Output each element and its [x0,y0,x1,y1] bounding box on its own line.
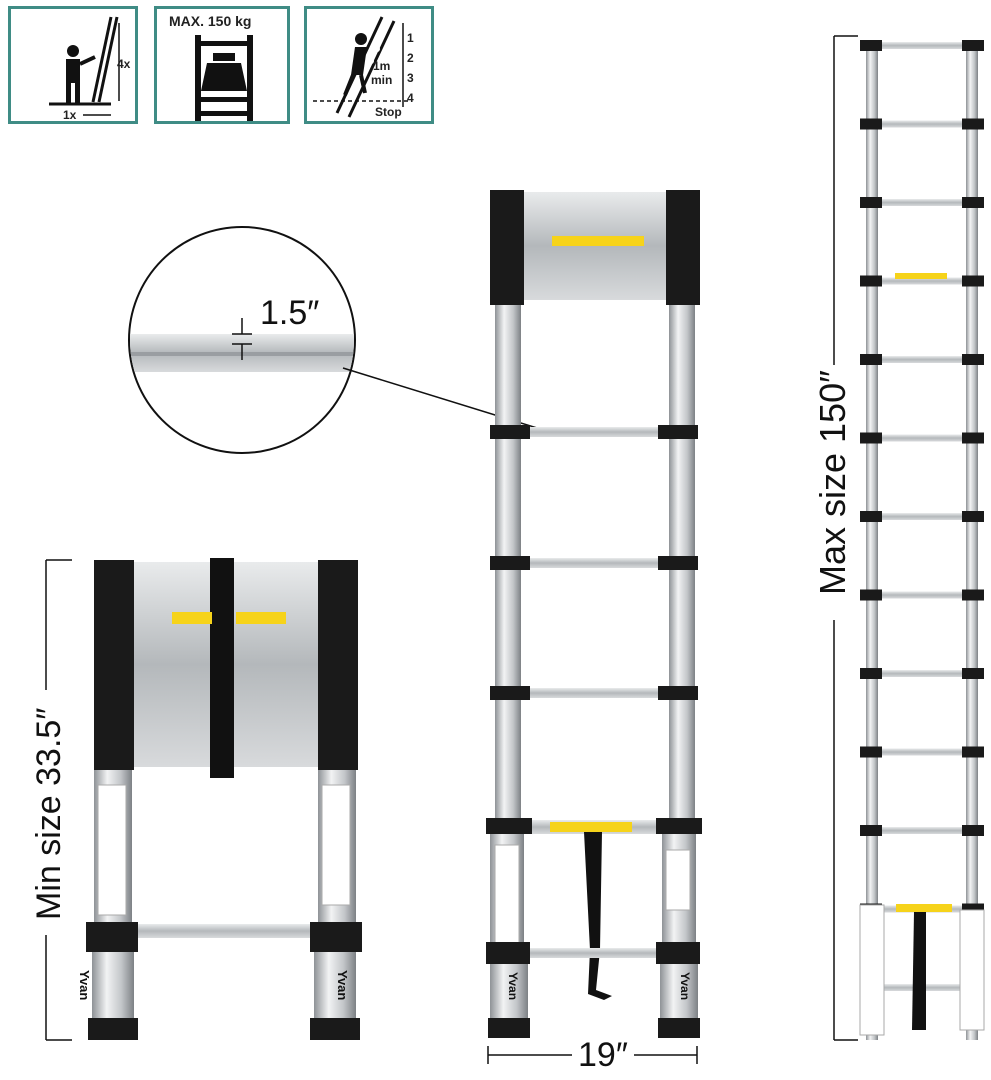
rung-end-cap [860,511,882,522]
height-ratio-badge: 4x 1x [8,6,138,124]
rung-end-cap [860,746,882,758]
ladder-rung [878,434,966,442]
ladder-rung [878,199,966,206]
brand-mark-mid-1: Yvan [506,972,520,1001]
ladder-rung [878,670,966,677]
rung-end-cap [860,275,882,287]
rung-end-cap [962,197,984,208]
climb-min-label: min [371,73,393,87]
rung-end-cap [962,118,984,130]
rung-end-cap [962,746,984,758]
climb-stop-label: Stop [375,105,402,119]
climb-step-3: 3 [407,71,414,85]
climber-icon [313,16,411,118]
rung-end-cap [962,589,984,601]
climb-step-2: 2 [407,51,414,65]
collapsed-ladder [45,558,362,1041]
rung-end-cap [962,903,984,915]
rung-end-cap [962,275,984,287]
fully-extended-ladder [833,35,985,1041]
climb-step-4: 4 [407,91,414,105]
brand-mark-left-1: Yvan [77,970,92,1001]
ladder-rung [878,356,966,363]
brand-mark-mid-2: Yvan [678,972,692,1001]
callout-thickness-label: 1.5″ [260,294,320,332]
rung-end-cap [860,432,882,444]
ladder-rung [878,120,966,128]
max-load-label: MAX. 150 kg [169,13,252,29]
ladder-rung [878,513,966,520]
max-load-badge: MAX. 150 kg [154,6,290,124]
rung-end-cap [860,197,882,208]
min-size-label: Min size 33.5″ [30,707,68,920]
ladder-rung [878,827,966,834]
rung-end-cap [860,40,882,51]
ladder-rung [878,42,966,49]
ladder-angle-icon [49,16,120,116]
climb-limit-badge: 1 2 3 4 1m min Stop [304,6,434,124]
weight-load-icon [195,35,253,121]
ratio-height-label: 4x [117,57,131,71]
max-size-label: Max size 150″ [812,370,853,595]
rung-end-cap [962,354,984,365]
rung-end-cap [962,668,984,679]
rung-end-cap [962,511,984,522]
rung-end-cap [962,825,984,836]
ladder-rung [878,591,966,599]
partially-extended-ladder [486,190,702,1064]
climb-step-1: 1 [407,31,414,45]
rung-end-cap [860,354,882,365]
rung-end-cap [860,825,882,836]
brand-mark-left-2: Yvan [335,970,350,1001]
climb-distance-label: 1m [373,59,391,73]
warning-label [895,273,947,279]
ladder-rung [878,277,966,285]
rung-end-cap [860,118,882,130]
width-label: 19″ [578,1036,628,1074]
rung-end-cap [860,668,882,679]
rung-end-cap [962,40,984,51]
rung-end-cap [860,589,882,601]
ladder-rung [878,748,966,756]
rung-thickness-callout [128,226,553,454]
rung-end-cap [962,432,984,444]
ratio-base-label: 1x [63,108,77,122]
